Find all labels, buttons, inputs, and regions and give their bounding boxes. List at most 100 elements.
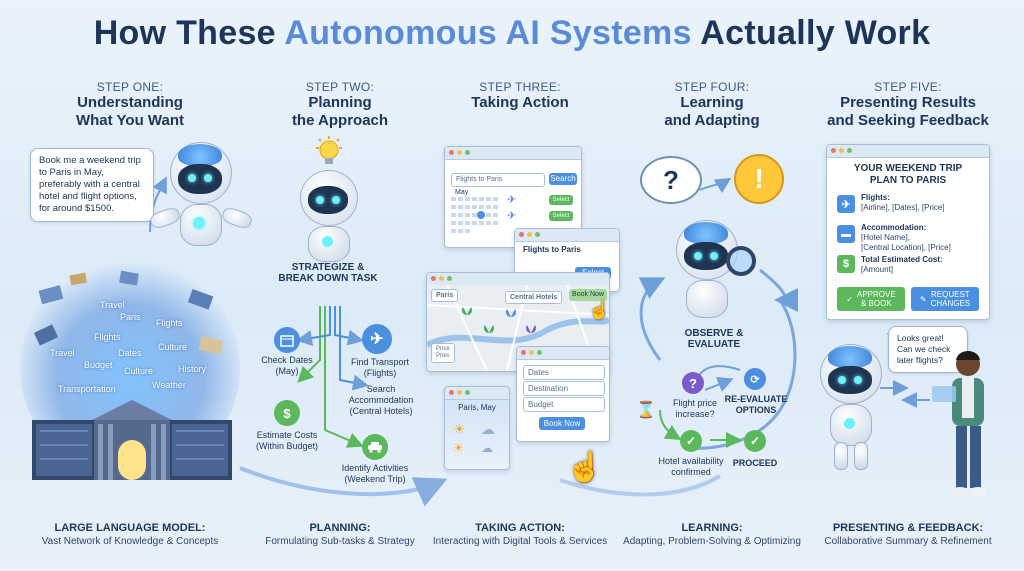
question-icon: ? xyxy=(640,156,702,204)
concept-word: Paris xyxy=(120,312,141,322)
dates-field[interactable]: Dates xyxy=(523,365,605,380)
footer-title-step-five: PRESENTING & FEEDBACK: xyxy=(832,522,984,534)
cost-label: Total Estimated Cost: xyxy=(861,255,943,264)
map-hotels-tag: Central Hotels xyxy=(505,291,563,304)
feedback-bubble: Looks great! Can we check later flights? xyxy=(888,326,968,373)
flights-value: [Airline], [Dates], [Price] xyxy=(861,203,945,212)
cloud-icon: ☁ xyxy=(481,441,493,455)
search-button[interactable]: Search xyxy=(549,173,577,185)
accommodation-label: Accommodation: xyxy=(861,223,927,232)
footer-sub-step-four: Adapting, Problem-Solving & Optimizing xyxy=(623,536,801,547)
robot-step-two xyxy=(290,170,370,262)
step-three-label: STEP THREE: xyxy=(479,80,561,94)
step-five-label: STEP FIVE: xyxy=(874,80,942,94)
cloud-icon: ☁ xyxy=(481,421,495,437)
concept-word: Travel xyxy=(100,300,125,310)
hand-pointer-icon: ☝ xyxy=(588,300,611,320)
question-icon: ? xyxy=(682,372,704,394)
availability-label: Hotel availability confirmed xyxy=(658,456,724,477)
map-paris-tag: Paris xyxy=(431,289,459,302)
weather-title: Paris, May xyxy=(458,403,496,412)
concept-word: Transportation xyxy=(58,384,116,394)
request-changes-label: REQUEST CHANGES xyxy=(930,290,971,308)
check-icon: ✓ xyxy=(680,430,702,452)
hotel-icon: ▬ xyxy=(837,225,855,243)
hourglass-icon: ⌛ xyxy=(636,402,656,419)
plane-icon: ✈ xyxy=(362,324,392,354)
concept-word: Flights xyxy=(94,332,121,342)
price-increase-label: Flight price increase? xyxy=(672,398,717,419)
strategize-label: STRATEGIZE & BREAK DOWN TASK xyxy=(278,262,378,284)
approve-book-button[interactable]: ✓APPROVE & BOOK xyxy=(837,287,905,311)
select-flight-button[interactable]: Select xyxy=(549,195,573,205)
exclamation-icon: ! xyxy=(734,154,784,204)
flights-panel-title: Flights to Paris xyxy=(523,245,581,254)
page-title: How These Autonomous AI Systems Actually… xyxy=(93,14,931,52)
money-icon: $ xyxy=(274,400,300,426)
plane-icon: ✈ xyxy=(507,210,517,222)
concept-word: Flights xyxy=(156,318,183,328)
flights-label: Flights: xyxy=(861,193,890,202)
plane-icon: ✈ xyxy=(507,194,517,206)
footer-title-step-three: TAKING ACTION: xyxy=(475,522,565,534)
accommodation-value: [Hotel Name], [Central Location], [Price… xyxy=(861,233,951,252)
magnifier-icon xyxy=(726,246,756,276)
flying-books xyxy=(33,270,224,355)
calendar-grid[interactable] xyxy=(451,197,501,241)
dollar-icon: $ xyxy=(837,255,855,273)
library-building xyxy=(32,400,232,480)
check-icon: ✓ xyxy=(744,430,766,452)
footer-title-step-two: PLANNING: xyxy=(309,522,371,534)
step-four-label: STEP FOUR: xyxy=(674,80,750,94)
search-accommodation-label: Search Accommodation (Central Hotels) xyxy=(348,384,414,416)
footer-title-step-four: LEARNING: xyxy=(681,522,743,534)
proceed-label: PROCEED xyxy=(732,458,778,468)
check-dates-label: Check Dates (May) xyxy=(261,355,313,376)
concept-word: Culture xyxy=(124,366,154,376)
footer-sub-step-five: Collaborative Summary & Refinement xyxy=(824,536,992,547)
cost-value: [Amount] xyxy=(861,265,894,274)
reevaluate-label: RE-EVALUATE OPTIONS xyxy=(724,394,788,415)
weather-window: Paris, May ☀ ☁ ☀ ☁ xyxy=(444,386,510,470)
sun-icon: ☀ xyxy=(453,441,464,455)
concept-word: Weather xyxy=(152,380,186,390)
flights-search-field[interactable]: Flights to Paris xyxy=(451,173,545,187)
footer-sub-step-three: Interacting with Digital Tools & Service… xyxy=(432,536,608,547)
user-request-bubble: Book me a weekend trip to Paris in May, … xyxy=(30,148,154,222)
observe-evaluate-label: OBSERVE & EVALUATE xyxy=(684,328,744,350)
book-now-button[interactable]: Book Now xyxy=(539,417,585,430)
robot-step-one xyxy=(140,140,254,260)
request-changes-button[interactable]: ✎REQUEST CHANGES xyxy=(911,287,979,311)
step-three-title: Taking Action xyxy=(471,94,569,111)
estimate-costs-label: Estimate Costs (Within Budget) xyxy=(255,430,319,451)
concept-word: History xyxy=(178,364,207,374)
sun-icon: ☀ xyxy=(453,421,466,437)
calendar-month: May xyxy=(455,189,469,196)
plane-icon: ✈ xyxy=(837,195,855,213)
reevaluate-icon: ⟳ xyxy=(744,368,766,390)
concept-word: Culture xyxy=(158,342,188,352)
budget-field[interactable]: Budget xyxy=(523,397,605,412)
destination-field[interactable]: Destination xyxy=(523,381,605,396)
pen-icon: ✎ xyxy=(919,294,927,304)
step-two-label: STEP TWO: xyxy=(305,80,375,94)
concept-word: Budget xyxy=(84,360,113,370)
calendar-icon xyxy=(274,327,300,353)
step-one-label: STEP ONE: xyxy=(96,80,164,94)
hand-pointer-icon: ☝ xyxy=(566,451,604,484)
identify-activities-label: Identify Activities (Weekend Trip) xyxy=(341,463,409,484)
map-book-now-button[interactable]: Book Now xyxy=(569,289,607,301)
concept-word: Travel xyxy=(50,348,75,358)
find-transport-label: Find Transport (Flights) xyxy=(350,357,410,378)
select-flight-button[interactable]: Select xyxy=(549,211,573,221)
person-figure xyxy=(932,351,987,497)
lightbulb-icon xyxy=(316,136,342,164)
robot-step-five xyxy=(812,342,892,472)
check-icon: ✓ xyxy=(846,294,853,304)
car-icon xyxy=(362,434,388,460)
